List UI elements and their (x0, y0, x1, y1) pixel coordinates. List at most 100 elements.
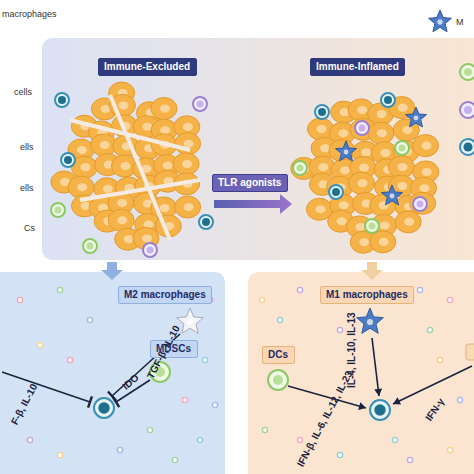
cytokine-dot (447, 447, 452, 452)
stroma (80, 180, 200, 200)
tumor-cell (151, 98, 177, 120)
tumor-nucleus (118, 101, 128, 109)
cytokine-dot (297, 437, 302, 442)
cytokine-dot (27, 437, 32, 442)
immune-nucleus (384, 96, 392, 104)
cytokine-label: IL-4, IL-10, IL-13 (346, 312, 358, 388)
immune-nucleus (98, 402, 109, 413)
immune-cell (51, 203, 65, 217)
cytokine-dot (417, 287, 422, 292)
tumor-nucleus (77, 183, 87, 191)
legend-text: ells (20, 182, 34, 194)
immune-cell (460, 102, 474, 118)
immune-nucleus (297, 165, 304, 172)
immune-nucleus (202, 218, 210, 226)
tumor-nucleus (379, 238, 389, 246)
node-text: TLR agonists (218, 177, 282, 189)
tumor-nucleus (419, 184, 429, 192)
inhibition-line (2, 372, 90, 402)
tumor-nucleus (183, 123, 193, 131)
macrophage-icon (382, 185, 403, 205)
cytokine-dot (337, 327, 342, 332)
cytokine-dot (277, 317, 282, 322)
macrophage-nucleus (437, 19, 442, 24)
tlr-arrow (214, 194, 292, 214)
immune-nucleus (332, 188, 340, 196)
immune-cell (83, 239, 97, 253)
immune-cell (370, 400, 390, 420)
cytokine-dot (172, 457, 177, 462)
immune-nucleus (87, 243, 94, 250)
tumor-cell (370, 194, 396, 216)
tumor-nucleus (355, 223, 365, 231)
immune-nucleus (369, 223, 376, 230)
tumor-nucleus (377, 129, 387, 137)
cytokine-dot (457, 397, 462, 402)
immune-cell (199, 215, 213, 229)
cytokine-dot (407, 457, 412, 462)
macrophage-icon (357, 308, 384, 333)
tumor-nucleus (380, 221, 390, 229)
immune-cell (460, 139, 474, 155)
immune-nucleus (58, 96, 66, 104)
immune-nucleus (359, 125, 366, 132)
tumor-nucleus (397, 182, 407, 190)
cell-label: M2 macrophages (118, 286, 212, 304)
cytokine-dot (147, 427, 152, 432)
tumor-cell (395, 211, 421, 233)
inhibition-bar (88, 396, 92, 407)
state-label: Immune-Excluded (98, 58, 197, 76)
cytokine-dot (437, 357, 442, 362)
tumor-nucleus (422, 142, 432, 150)
immune-cell (193, 97, 207, 111)
tumor-nucleus (359, 164, 369, 172)
immune-nucleus (318, 108, 326, 116)
immune-cell (381, 93, 395, 107)
cytokine-dot (182, 397, 187, 402)
tumor-nucleus (338, 129, 348, 137)
signal-lines (2, 334, 472, 410)
tumor-nucleus (398, 104, 408, 112)
cytokine-dot (212, 402, 217, 407)
immune-cell (143, 243, 157, 257)
tumor-nucleus (339, 201, 349, 209)
tumor-nucleus (380, 149, 390, 157)
immune-cell (355, 121, 369, 135)
immune-cell (460, 64, 474, 80)
immune-cell (61, 153, 75, 167)
immune-cell (329, 185, 343, 199)
tumor-nucleus (357, 106, 367, 114)
arrow-head (393, 397, 401, 404)
node-text: DCs (268, 349, 289, 361)
cytokine-dot (262, 427, 267, 432)
tumor-nucleus (422, 168, 432, 176)
immune-nucleus (147, 247, 154, 254)
node-text: M1 macrophages (326, 289, 408, 301)
node-text: M2 macrophages (124, 289, 206, 301)
node-text: Immune-Excluded (104, 61, 191, 73)
immune-cell (413, 197, 427, 211)
immune-cell (268, 370, 288, 390)
macrophage-nucleus (187, 319, 193, 325)
immune-nucleus (55, 207, 62, 214)
tumor-nucleus (77, 146, 87, 154)
immune-nucleus (417, 201, 424, 208)
tumor-nucleus (377, 110, 387, 118)
macrophage-nucleus (414, 116, 419, 121)
tumor-cell (368, 122, 394, 144)
cytokine-dot (427, 327, 432, 332)
legend-text: M (456, 16, 464, 28)
tumor-nucleus (160, 204, 170, 212)
immune-nucleus (374, 404, 385, 415)
immune-nucleus (399, 145, 406, 152)
cytokine-dot (297, 287, 302, 292)
cytokine-dot (259, 297, 264, 302)
stroma (110, 95, 170, 240)
tumor-nucleus (117, 216, 127, 224)
tumor-nucleus (121, 162, 131, 170)
immune-cell (94, 398, 114, 418)
legend-text: macrophages (2, 8, 57, 20)
tumor-nucleus (124, 235, 134, 243)
activation-line (393, 366, 472, 404)
